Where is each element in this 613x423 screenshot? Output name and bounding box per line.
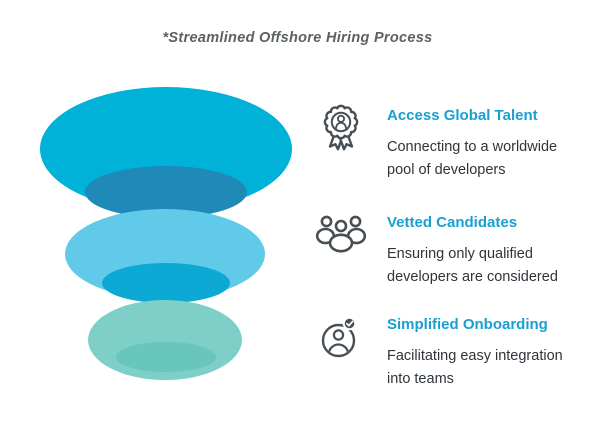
description-line: into teams xyxy=(387,371,454,387)
description-line: pool of developers xyxy=(387,162,506,178)
item-description: Facilitating easy integration into teams xyxy=(387,345,592,391)
funnel-stage-middle-inner xyxy=(102,263,230,303)
person-check-badge-icon xyxy=(313,309,369,365)
award-ribbon-person-icon xyxy=(313,101,369,159)
funnel-stage-top-inner xyxy=(85,166,247,218)
item-heading: Access Global Talent xyxy=(387,107,538,124)
description-line: Ensuring only qualified xyxy=(387,246,533,262)
feature-item-simplified-onboarding: Simplified Onboarding Facilitating easy … xyxy=(313,316,592,391)
item-description: Connecting to a worldwide pool of develo… xyxy=(387,136,592,182)
page-title: *Streamlined Offshore Hiring Process xyxy=(162,30,433,46)
funnel-graphic xyxy=(40,87,292,380)
item-heading: Simplified Onboarding xyxy=(387,316,548,333)
item-description: Ensuring only qualified developers are c… xyxy=(387,243,592,289)
description-line: developers are considered xyxy=(387,269,558,285)
description-line: Facilitating easy integration xyxy=(387,348,563,364)
feature-item-vetted-candidates: Vetted Candidates Ensuring only qualifie… xyxy=(313,214,592,289)
item-heading: Vetted Candidates xyxy=(387,214,518,231)
description-line: Connecting to a worldwide xyxy=(387,139,558,155)
feature-item-access-global-talent: Access Global Talent Connecting to a wor… xyxy=(313,104,592,182)
people-group-icon xyxy=(313,211,369,257)
funnel-stage-bottom-inner xyxy=(116,342,216,372)
